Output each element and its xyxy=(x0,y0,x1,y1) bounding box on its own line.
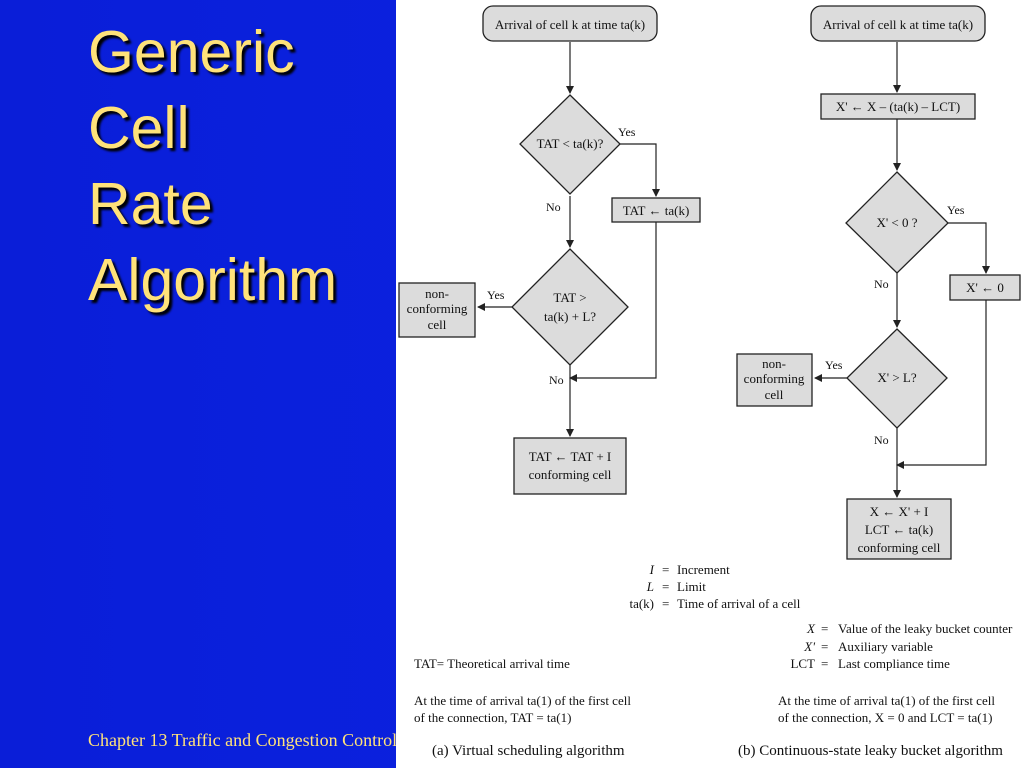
b-legend-sym-2: X' xyxy=(803,639,815,654)
a-nonconforming-text-1: non- xyxy=(425,286,449,301)
a-nonconforming-box xyxy=(398,282,476,338)
b-legend-eq-1: = xyxy=(821,621,828,636)
a-set-tat-text: TAT ← ta(k) xyxy=(623,203,690,218)
b-legend-desc-3: Last compliance time xyxy=(838,656,950,671)
b-nonconforming-text-1: non- xyxy=(762,356,786,371)
b-update-text-1: X ← X' + I xyxy=(870,504,929,519)
b-decision1-text: X' < 0 ? xyxy=(876,215,917,230)
a-decision1-text: TAT < ta(k)? xyxy=(537,136,604,151)
b-decision2-text: X' > L? xyxy=(877,370,917,385)
b-decision2-yes-label: Yes xyxy=(825,358,843,372)
a-update-text-2: conforming cell xyxy=(529,467,612,482)
a-update-box xyxy=(513,437,627,495)
b-nonconforming-text-2: conforming xyxy=(744,371,805,386)
b-decision2-diamond xyxy=(846,328,948,429)
b-edge-decision1-yes xyxy=(948,222,990,274)
a-legend-sym-1: I xyxy=(649,562,655,577)
b-update-text-2: LCT ← ta(k) xyxy=(865,522,933,537)
a-decision1-no-label: No xyxy=(546,200,561,214)
b-update-text-3: conforming cell xyxy=(858,540,941,555)
b-legend-desc-2: Auxiliary variable xyxy=(838,639,933,654)
a-legend-eq-1: = xyxy=(662,562,669,577)
title-line-2: Cell xyxy=(88,95,190,161)
a-decision2-no-label: No xyxy=(549,373,564,387)
flowchart-figure: Arrival of cell k at time ta(k) TAT < ta… xyxy=(396,0,1024,768)
slide-title: Generic Cell Rate Algorithm xyxy=(88,14,388,318)
b-init-text-1: At the time of arrival ta(1) of the firs… xyxy=(778,693,995,708)
b-legend-eq-2: = xyxy=(821,639,828,654)
a-caption: (a) Virtual scheduling algorithm xyxy=(432,743,625,759)
diagram-a: Arrival of cell k at time ta(k) TAT < ta… xyxy=(398,5,801,759)
b-init-text-2: of the connection, X = 0 and LCT = ta(1) xyxy=(778,710,992,725)
b-legend-sym-3: LCT xyxy=(790,656,815,671)
b-start-node xyxy=(810,5,986,42)
a-start-text: Arrival of cell k at time ta(k) xyxy=(495,17,645,32)
a-set-tat-box xyxy=(611,197,701,223)
a-legend-eq-2: = xyxy=(662,579,669,594)
slide-footer: Chapter 13 Traffic and Congestion Contro… xyxy=(88,730,398,750)
a-decision2-text-1: TAT > xyxy=(553,290,586,305)
b-decision1-yes-label: Yes xyxy=(947,203,965,217)
b-step1-box xyxy=(820,93,976,120)
a-decision1-yes-label: Yes xyxy=(618,125,636,139)
a-init-text-2: of the connection, TAT = ta(1) xyxy=(414,710,571,725)
b-legend-desc-1: Value of the leaky bucket counter xyxy=(838,621,1013,636)
b-step1-text: X' ← X – (ta(k) – LCT) xyxy=(836,99,960,114)
b-update-box xyxy=(846,498,952,560)
b-legend-eq-3: = xyxy=(821,656,828,671)
b-set-zero-text: X' ← 0 xyxy=(966,280,1004,295)
a-init-text-1: At the time of arrival ta(1) of the firs… xyxy=(414,693,631,708)
diagram-b: Arrival of cell k at time ta(k) X' ← X –… xyxy=(736,5,1021,759)
a-tat-definition: TAT= Theoretical arrival time xyxy=(414,656,570,671)
b-set-zero-box xyxy=(949,274,1021,301)
a-legend-sym-2: L xyxy=(646,579,654,594)
b-decision2-no-label: No xyxy=(874,433,889,447)
b-nonconforming-text-3: cell xyxy=(765,387,784,402)
a-start-node xyxy=(482,5,658,42)
title-line-3: Rate xyxy=(88,171,213,237)
a-edge-decision1-yes xyxy=(618,143,660,197)
title-line-1: Generic xyxy=(88,19,295,85)
b-decision1-diamond xyxy=(845,171,949,274)
a-nonconforming-text-3: cell xyxy=(428,317,447,332)
b-legend-sym-1: X xyxy=(806,621,816,636)
a-decision2-text-2: ta(k) + L? xyxy=(544,309,596,324)
a-legend-desc-3: Time of arrival of a cell xyxy=(677,596,801,611)
b-decision1-no-label: No xyxy=(874,277,889,291)
b-caption: (b) Continuous-state leaky bucket algori… xyxy=(738,743,1003,759)
a-update-text-1: TAT ← TAT + I xyxy=(529,449,612,464)
b-start-text: Arrival of cell k at time ta(k) xyxy=(823,17,973,32)
a-decision2-diamond xyxy=(511,248,629,366)
a-legend-desc-1: Increment xyxy=(677,562,730,577)
b-nonconforming-box xyxy=(736,353,813,407)
a-edge-set-tat-to-join xyxy=(569,222,657,382)
a-nonconforming-text-2: conforming xyxy=(407,301,468,316)
title-line-4: Algorithm xyxy=(88,247,338,313)
a-legend-eq-3: = xyxy=(662,596,669,611)
a-legend-desc-2: Limit xyxy=(677,579,706,594)
b-edge-set-zero-to-join xyxy=(896,300,987,469)
a-decision2-yes-label: Yes xyxy=(487,288,505,302)
a-legend-sym-3: ta(k) xyxy=(629,596,654,611)
a-decision1-diamond xyxy=(519,94,621,195)
flowchart-canvas: Arrival of cell k at time ta(k) TAT < ta… xyxy=(398,5,1021,759)
